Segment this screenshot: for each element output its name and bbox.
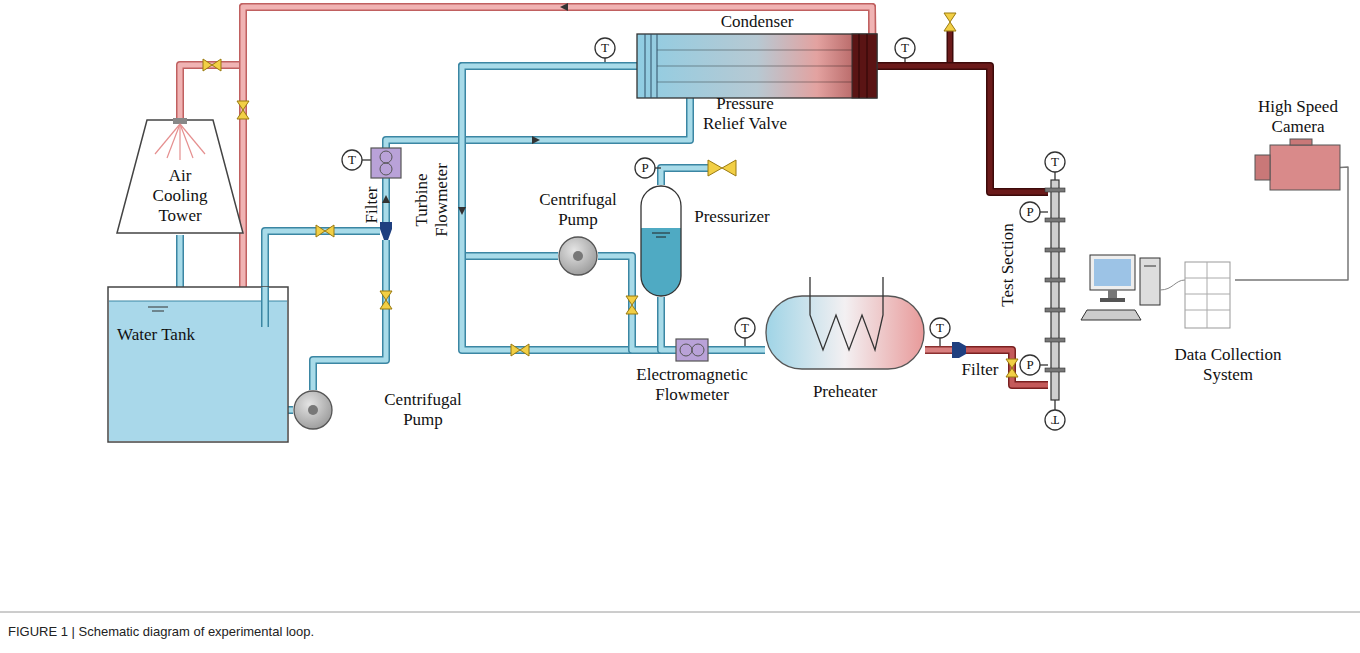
- component-label: Filter: [955, 360, 1005, 380]
- electromagnetic-flowmeter-shape: [676, 339, 708, 361]
- pressure-relief-valve-shape: [708, 160, 736, 176]
- pressurizer-shape: [640, 185, 682, 297]
- pipe: [180, 235, 181, 287]
- sensor-letter: T: [741, 321, 749, 335]
- pipe: [313, 240, 386, 390]
- high-speed-camera-shape: [1255, 145, 1340, 190]
- centrifugal-pump-shape: [293, 390, 333, 430]
- caption-rule: [0, 612, 1360, 613]
- component-label: Centrifugal Pump: [528, 190, 628, 230]
- filter: Filter: [380, 222, 392, 240]
- turbine-flowmeter: Turbine Flowmeter: [371, 148, 401, 178]
- component-label: Preheater: [795, 382, 895, 402]
- pipe: [288, 410, 293, 411]
- component-label: Data Collection System: [1163, 345, 1293, 385]
- sensor-letter: P: [1026, 358, 1033, 372]
- pipe: [661, 168, 708, 185]
- high-speed-camera: High Speed Camera: [1255, 145, 1340, 190]
- sensor-letter: T: [1051, 155, 1059, 169]
- component-label: Electromagnetic Flowmeter: [627, 365, 757, 405]
- pressurizer: Pressurizer: [640, 185, 682, 297]
- component-label: Condenser: [657, 12, 857, 32]
- condenser: Condenser: [637, 34, 877, 98]
- cooling-tower: Air Cooling Tower: [115, 118, 245, 235]
- vent-pipe: [948, 30, 952, 62]
- valve: [511, 344, 529, 356]
- pressure-relief-valve: Pressure Relief Valve: [708, 160, 736, 176]
- test-section-shape: [1048, 180, 1062, 400]
- sensor-letter: P: [1026, 205, 1033, 219]
- filter: Filter: [952, 342, 966, 358]
- pipe: [462, 66, 637, 256]
- preheater-shape: [765, 295, 925, 370]
- valve: [237, 101, 249, 119]
- sensor-letter: T: [901, 41, 909, 55]
- test-section: Test Section: [1048, 180, 1062, 400]
- sensor-letter: T: [936, 321, 944, 335]
- figure-caption: FIGURE 1 | Schematic diagram of experime…: [8, 624, 314, 639]
- component-label: Pressurizer: [682, 207, 782, 227]
- sensor-letter: T: [601, 41, 609, 55]
- component-label: Turbine Flowmeter: [412, 155, 452, 245]
- water-tank: Water Tank: [108, 287, 288, 442]
- component-label: High Speed Camera: [1248, 97, 1348, 137]
- turbine-flowmeter-shape: [371, 148, 401, 178]
- data-collection-system-shape: [1085, 250, 1235, 335]
- valve: [316, 225, 334, 237]
- component-label: Test Section: [998, 205, 1018, 325]
- component-label: Air Cooling Tower: [145, 166, 215, 226]
- flow-arrow: [560, 3, 568, 11]
- centrifugal-pump: Centrifugal Pump: [293, 390, 333, 430]
- sensor-letter: P: [641, 161, 648, 175]
- valve: [626, 296, 638, 314]
- condenser-shape: [637, 34, 877, 98]
- pipe: [925, 350, 952, 351]
- electromagnetic-flowmeter: Electromagnetic Flowmeter: [676, 339, 708, 361]
- valve: [380, 291, 392, 309]
- pipe: [708, 350, 765, 351]
- vent-pipe: [947, 30, 954, 62]
- component-label: Filter: [362, 175, 382, 235]
- filter-shape: [380, 222, 392, 240]
- valve: [944, 13, 956, 31]
- component-label: Water Tank: [116, 325, 196, 345]
- component-label: Pressure Relief Valve: [698, 94, 793, 134]
- centrifugal-pump-shape: [558, 236, 598, 276]
- pipe: [265, 231, 380, 287]
- filter-shape: [952, 342, 966, 358]
- centrifugal-pump: Centrifugal Pump: [558, 236, 598, 276]
- water-tank-shape: [108, 287, 288, 442]
- sensor-letter: T: [348, 153, 356, 167]
- data-collection-system: Data Collection System: [1085, 250, 1235, 335]
- component-label: Centrifugal Pump: [378, 390, 468, 430]
- pipe: [661, 297, 676, 350]
- flow-arrow: [532, 136, 540, 144]
- pipe: [877, 66, 1048, 192]
- pipe: [386, 98, 690, 148]
- valve: [203, 59, 221, 71]
- flow-arrow: [458, 207, 466, 215]
- valve: [1006, 359, 1018, 377]
- preheater: Preheater: [765, 295, 925, 370]
- sensor-letter: T: [1051, 413, 1059, 427]
- flow-arrow: [382, 195, 390, 203]
